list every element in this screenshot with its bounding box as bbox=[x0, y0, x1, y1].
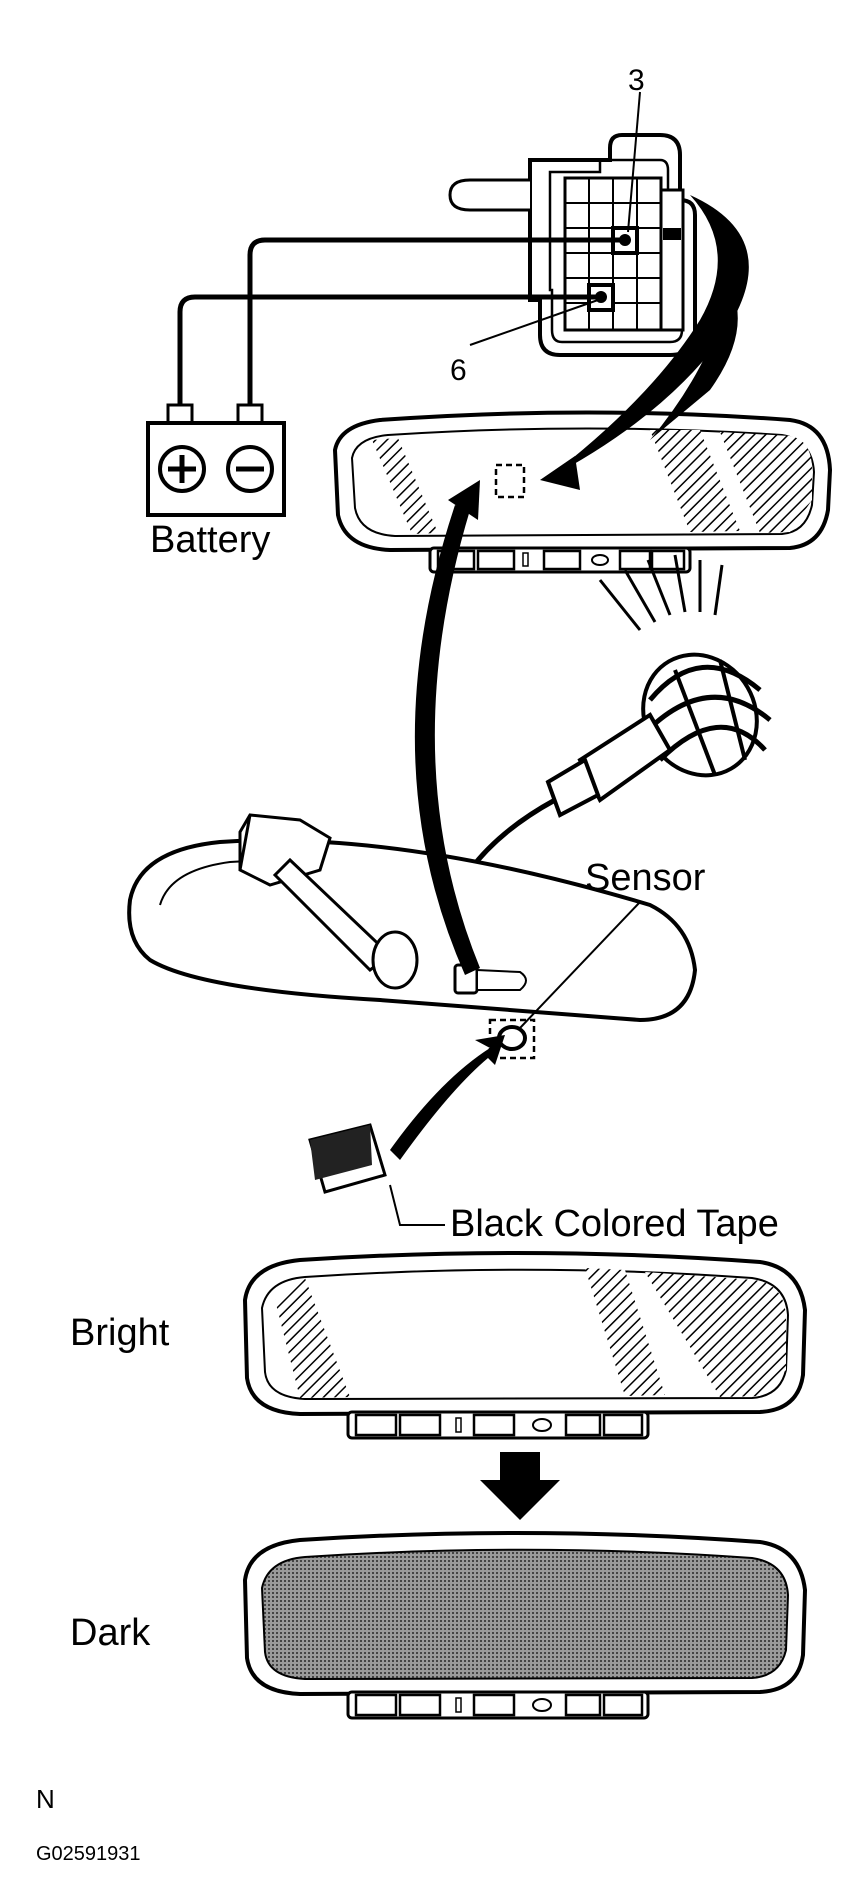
footer-letter: N bbox=[36, 1784, 55, 1814]
figure-code: G02591931 bbox=[36, 1843, 141, 1865]
arrow-connector-to-mirror-2 bbox=[650, 270, 738, 440]
pin-3-label: 3 bbox=[628, 64, 645, 97]
connector bbox=[448, 133, 697, 357]
sensor-label: Sensor bbox=[585, 857, 706, 899]
arrow-mirror-to-top bbox=[414, 505, 480, 975]
tape-leader bbox=[389, 1184, 445, 1226]
arrow-tape-to-sensor bbox=[390, 1035, 505, 1160]
middle-mirror bbox=[127, 813, 698, 1060]
pin-6-label: 6 bbox=[450, 354, 467, 387]
dark-mirror bbox=[242, 1530, 808, 1720]
pin-6-leader bbox=[469, 299, 599, 346]
down-arrow-icon bbox=[480, 1452, 560, 1520]
sensor-leader bbox=[519, 901, 641, 1029]
wire-positive bbox=[177, 294, 601, 405]
bright-mirror bbox=[242, 1250, 808, 1440]
battery-label: Battery bbox=[150, 519, 270, 561]
wire-negative bbox=[247, 237, 625, 405]
arrow-head-up bbox=[448, 480, 480, 520]
top-mirror bbox=[332, 410, 833, 574]
battery bbox=[146, 403, 286, 517]
lamp bbox=[468, 554, 772, 872]
bright-label: Bright bbox=[70, 1312, 170, 1354]
arrow-head-top bbox=[540, 456, 580, 490]
tape-label: Black Colored Tape bbox=[450, 1203, 779, 1245]
pin-3-leader bbox=[627, 91, 641, 233]
dark-label: Dark bbox=[70, 1612, 151, 1654]
black-tape bbox=[308, 1123, 387, 1194]
arrow-connector-to-mirror bbox=[545, 195, 749, 480]
